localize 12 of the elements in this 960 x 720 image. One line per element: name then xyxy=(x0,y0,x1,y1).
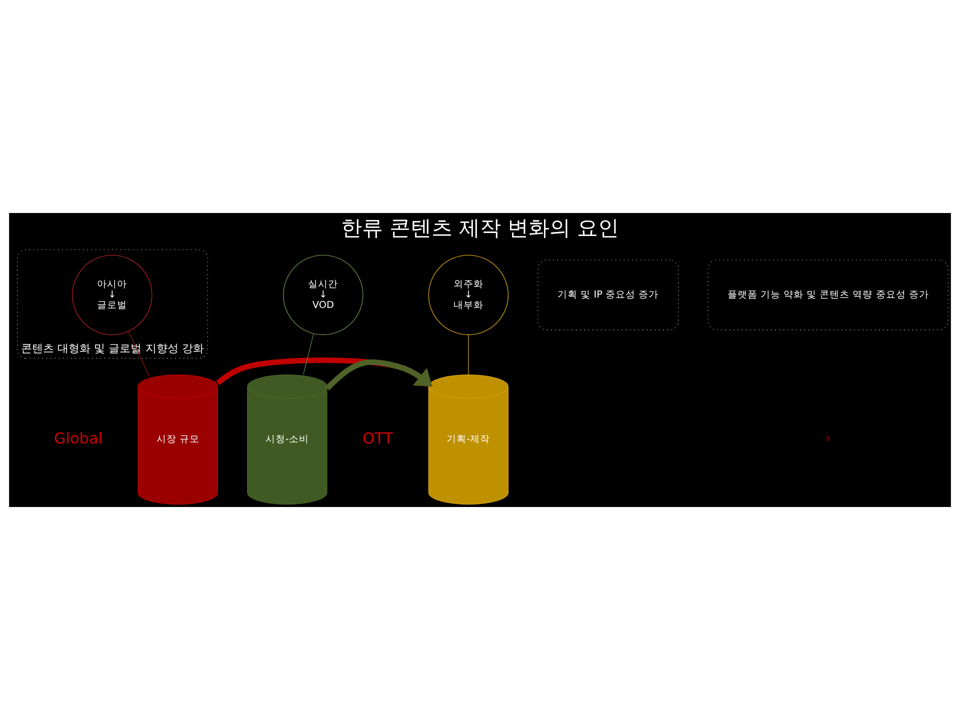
connector xyxy=(302,333,314,375)
arrow xyxy=(325,359,432,390)
node-circle: 아시아 ↓ 글로벌 xyxy=(72,254,152,336)
label: OTT xyxy=(362,429,393,448)
label: Global xyxy=(54,429,103,448)
node-circle: 실시간 ↓ VOD xyxy=(283,254,364,336)
connector xyxy=(128,330,150,378)
node-circle: 외주화 ↓ 내부화 xyxy=(428,254,509,336)
connector xyxy=(468,334,469,376)
node-box: 플랫폼 기능 약화 및 콘텐츠 역량 중요성 증가 xyxy=(708,260,948,330)
node-box: 기획 및 IP 중요성 증가 xyxy=(538,260,679,330)
diagram-title: 한류 콘텐츠 제작 변화의 요인 xyxy=(340,216,620,240)
